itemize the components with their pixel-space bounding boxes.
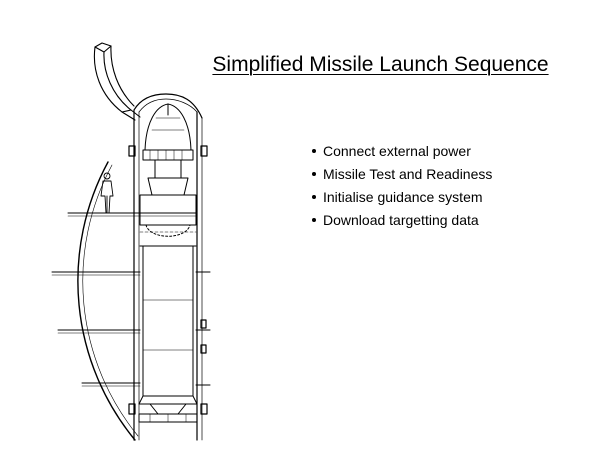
missile-body xyxy=(142,245,194,397)
list-item: Missile Test and Readiness xyxy=(312,163,492,186)
list-item: Download targetting data xyxy=(312,209,492,232)
hull-outline xyxy=(77,161,136,441)
list-item: Connect external power xyxy=(312,140,492,163)
list-item: Initialise guidance system xyxy=(312,186,492,209)
missile-base xyxy=(138,395,198,423)
missile-nose xyxy=(144,103,192,151)
missile-upper-stage xyxy=(139,149,197,247)
slide-title: Simplified Missile Launch Sequence xyxy=(212,53,549,76)
deck-lines xyxy=(51,212,211,387)
hatch-door xyxy=(93,42,141,121)
hull-inner-line xyxy=(82,164,139,437)
human-figure xyxy=(100,172,114,214)
launch-sequence-list: Connect external power Missile Test and … xyxy=(312,140,492,232)
launch-tube xyxy=(128,93,208,441)
